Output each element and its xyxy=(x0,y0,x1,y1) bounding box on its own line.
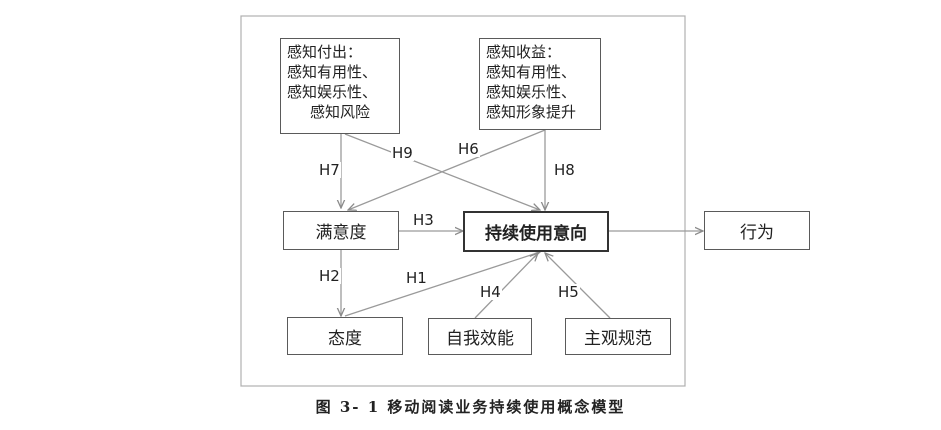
perceived-cost-item: 感知有用性、 xyxy=(287,63,378,81)
perceived-cost-item: 感知娱乐性、 xyxy=(287,83,378,101)
label-h7: H7 xyxy=(318,161,341,179)
label-h2: H2 xyxy=(318,267,341,285)
arrow-h1 xyxy=(344,252,540,317)
label-h3: H3 xyxy=(412,211,435,229)
perceived-cost-item: 感知风险 xyxy=(309,103,370,121)
label-h5: H5 xyxy=(557,283,580,301)
arrow-h6 xyxy=(348,129,546,210)
figure-caption: 图 3- 1 移动阅读业务持续使用概念模型 xyxy=(315,398,626,416)
perceived-benefit-item: 感知有用性、 xyxy=(486,63,577,81)
arrow-h4 xyxy=(474,253,538,319)
behavior-box: 行为 xyxy=(704,211,810,250)
perceived-benefit-item: 感知形象提升 xyxy=(486,103,577,121)
outer-frame xyxy=(240,15,686,387)
attitude-box: 态度 xyxy=(287,317,403,355)
perceived-benefit-item: 感知娱乐性、 xyxy=(486,83,577,101)
perceived-benefit-title: 感知收益： xyxy=(486,43,562,61)
satisfaction-box: 满意度 xyxy=(283,211,399,250)
perceived-benefit-box: 感知收益： 感知有用性、 感知娱乐性、 感知形象提升 xyxy=(479,38,601,130)
self-efficacy-box: 自我效能 xyxy=(428,318,532,355)
label-h1: H1 xyxy=(405,269,428,287)
label-h8: H8 xyxy=(553,161,576,179)
perceived-cost-box: 感知付出： 感知有用性、 感知娱乐性、 感知风险 xyxy=(280,38,400,134)
perceived-cost-title: 感知付出： xyxy=(287,43,363,61)
subjective-norm-box: 主观规范 xyxy=(565,318,671,355)
label-h9: H9 xyxy=(391,144,414,162)
label-h6: H6 xyxy=(457,140,480,158)
continuance-intention-box: 持续使用意向 xyxy=(463,211,609,252)
label-h4: H4 xyxy=(479,283,502,301)
